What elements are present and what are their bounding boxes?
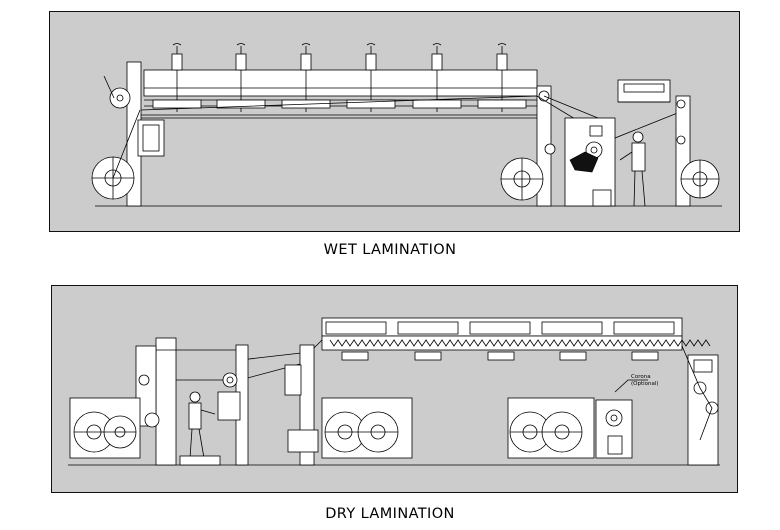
corona-callout-line1: Corona (631, 374, 651, 380)
wet-operator-figure (619, 131, 646, 207)
dry-dryer-zones (325, 321, 675, 361)
wet-lamination-caption: WET LAMINATION (323, 242, 457, 258)
dry-operator-figure (179, 391, 221, 466)
wet-drying-tunnel (143, 69, 538, 97)
corona-callout: Corona (Optional) (614, 374, 659, 393)
dry-coating-tower (155, 337, 177, 466)
wet-lamination-machine (91, 43, 722, 207)
dry-lamination-machine: Corona (Optional) (68, 317, 720, 466)
corona-callout-line2: (Optional) (631, 381, 659, 387)
wet-dryer-blowers (152, 43, 527, 112)
dry-dryer-tunnel (321, 335, 683, 351)
dry-lamination-caption: DRY LAMINATION (325, 506, 455, 522)
